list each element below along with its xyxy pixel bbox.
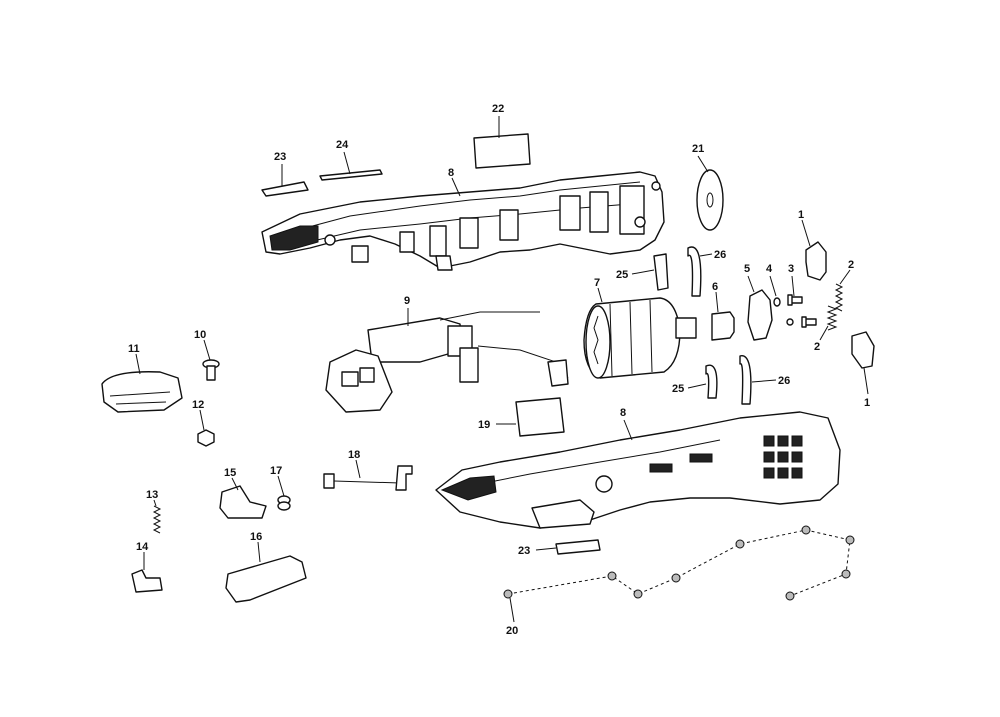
callout-4: 4 <box>766 263 773 275</box>
washer-21 <box>696 169 724 231</box>
callout-16: 16 <box>250 531 262 543</box>
callout-11: 11 <box>128 343 140 355</box>
callout-19: 19 <box>478 419 490 431</box>
bracket-26-bottom <box>739 355 752 405</box>
screws-20 <box>503 525 855 601</box>
bracket-25-bottom <box>705 364 718 399</box>
spring-13 <box>152 505 162 534</box>
bit-holder-11 <box>101 371 183 413</box>
motor-assembly-7 <box>583 297 697 379</box>
callout-9: 9 <box>404 295 410 307</box>
lower-housing-half <box>435 411 841 529</box>
callout-14: 14 <box>136 541 149 553</box>
gear-plate-5 <box>747 289 773 341</box>
callout-labels: 22 23 24 8 21 1 2 26 25 5 4 3 2 7 6 9 10… <box>128 103 870 637</box>
lever-15 <box>219 485 267 519</box>
callout-1-bottom: 1 <box>864 397 870 409</box>
label-decal-22 <box>473 133 531 169</box>
callout-15: 15 <box>224 467 236 479</box>
callout-23-bottom: 23 <box>518 545 530 557</box>
callout-18: 18 <box>348 449 360 461</box>
callout-17: 17 <box>270 465 282 477</box>
lock-rod-18 <box>323 465 413 491</box>
label-decal-19 <box>515 397 565 437</box>
screw-3 <box>786 294 817 328</box>
upper-housing-half <box>261 171 665 271</box>
latch-button-14 <box>131 569 163 593</box>
callout-21: 21 <box>692 143 704 155</box>
screw-10 <box>202 359 220 381</box>
callout-2-top: 2 <box>848 259 854 271</box>
latch-cover-16 <box>225 555 307 603</box>
callout-13: 13 <box>146 489 158 501</box>
callout-23-top: 23 <box>274 151 286 163</box>
callout-24: 24 <box>336 139 349 151</box>
latch-1-bottom <box>851 331 875 369</box>
callout-25-top: 25 <box>616 269 628 281</box>
spring-17 <box>277 495 291 511</box>
callout-22: 22 <box>492 103 504 115</box>
switch-assembly-9 <box>325 311 569 413</box>
callout-7: 7 <box>594 277 600 289</box>
label-decal-23-bottom <box>555 539 601 555</box>
callout-26-top: 26 <box>714 249 726 261</box>
callout-12: 12 <box>192 399 204 411</box>
washer-4 <box>773 297 781 307</box>
callout-1-top: 1 <box>798 209 804 221</box>
label-decal-24 <box>319 169 383 181</box>
spring-2-top <box>834 283 844 312</box>
bracket-26-top <box>687 246 702 297</box>
callout-25-bottom: 25 <box>672 383 684 395</box>
callout-8-bottom: 8 <box>620 407 626 419</box>
callout-5: 5 <box>744 263 750 275</box>
label-decal-23-top <box>261 181 309 197</box>
leader-lines <box>135 116 869 623</box>
bracket-25-top <box>653 253 669 291</box>
callout-20: 20 <box>506 625 518 637</box>
nut-12 <box>197 429 215 447</box>
callout-3: 3 <box>788 263 794 275</box>
pinion-gear-6 <box>711 311 735 341</box>
callout-8-top: 8 <box>448 167 454 179</box>
latch-1-top <box>805 241 827 281</box>
spring-2-bottom <box>826 305 838 331</box>
callout-6: 6 <box>712 281 718 293</box>
callout-26-bottom: 26 <box>778 375 790 387</box>
callout-10: 10 <box>194 329 206 341</box>
callout-2-bottom: 2 <box>814 341 820 353</box>
